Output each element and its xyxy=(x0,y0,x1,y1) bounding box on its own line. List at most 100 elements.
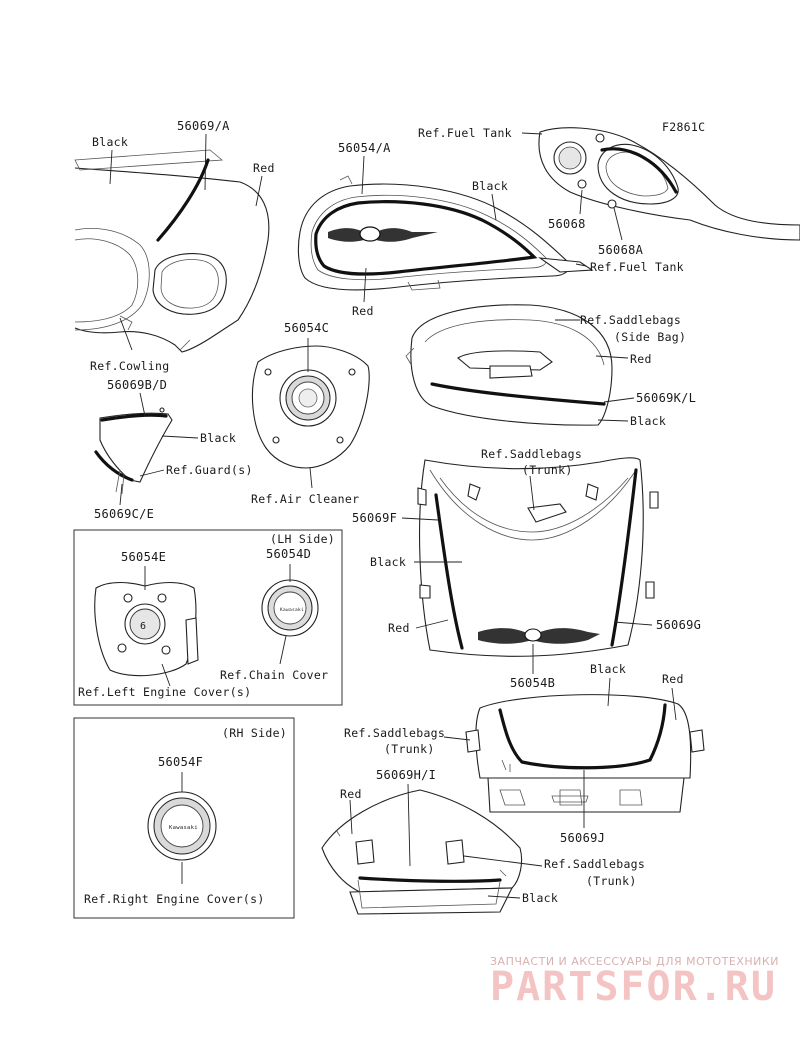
label-red-tank: Red xyxy=(352,304,374,318)
leader-ref-cowling xyxy=(119,317,133,351)
label-56069g: 56069G xyxy=(656,618,701,632)
leader-56068a xyxy=(613,207,623,241)
label-red-trunk2: Red xyxy=(662,672,684,686)
kawasaki-badge-rh: Kawasaki xyxy=(169,825,198,831)
leader-56069f xyxy=(401,517,439,521)
label-ref-left-engine: Ref.Left Engine Cover(s) xyxy=(78,685,251,699)
right-engine-cover-part: Kawasaki xyxy=(147,791,217,861)
leader-56069kl xyxy=(603,397,635,403)
label-black-tank: Black xyxy=(472,179,508,193)
leader-56069a xyxy=(204,133,207,191)
label-ref-guard: Ref.Guard(s) xyxy=(166,463,253,477)
leader-56069ce xyxy=(119,483,123,506)
label-ref-saddlebags-side-1: Ref.Saddlebags xyxy=(580,313,681,327)
label-rh-side: (RH Side) xyxy=(222,726,287,740)
label-ref-fuel-tank-top: Ref.Fuel Tank xyxy=(418,126,512,140)
label-56054e: 56054E xyxy=(121,550,166,564)
leader-ref-guard xyxy=(139,469,165,477)
label-black-trunk2: Black xyxy=(590,662,626,676)
fuel-tank-part xyxy=(297,175,594,291)
label-red-side: Red xyxy=(630,352,652,366)
leader-red-trunk3 xyxy=(349,799,353,835)
label-56054a: 56054/A xyxy=(338,141,391,155)
label-56054d: 56054D xyxy=(266,547,311,561)
trunk-rear-part xyxy=(465,694,705,813)
label-ref-saddlebags-trunk3-1: Ref.Saddlebags xyxy=(544,857,645,871)
label-56054c: 56054C xyxy=(284,321,329,335)
leader-red-side xyxy=(595,355,629,359)
cowling-part xyxy=(74,149,270,353)
label-black-guard: Black xyxy=(200,431,236,445)
label-ref-cowling: Ref.Cowling xyxy=(90,359,169,373)
leader-ref-fuel-tank xyxy=(575,263,587,267)
label-ref-saddlebags-trunk3-2: (Trunk) xyxy=(586,874,637,888)
leader-red-cowl xyxy=(255,175,263,207)
leader-red-trunk1 xyxy=(415,619,449,629)
leader-black-guard xyxy=(161,435,199,439)
label-ref-saddlebags-trunk1-2: (Trunk) xyxy=(522,463,573,477)
trunk-side-part xyxy=(321,789,523,915)
figure-code: F2861C xyxy=(662,120,705,134)
trunk-front-part xyxy=(417,457,659,657)
label-ref-saddlebags-side-2: (Side Bag) xyxy=(614,330,686,344)
label-ref-saddlebags-trunk2-1: Ref.Saddlebags xyxy=(344,726,445,740)
label-lh-side: (LH Side) xyxy=(270,532,335,546)
label-ref-fuel-tank: Ref.Fuel Tank xyxy=(590,260,684,274)
rh-side-box xyxy=(73,717,295,919)
label-56068: 56068 xyxy=(548,217,586,231)
label-ref-right-engine: Ref.Right Engine Cover(s) xyxy=(84,892,265,906)
label-black-trunk1: Black xyxy=(370,555,406,569)
label-56069f: 56069F xyxy=(352,511,397,525)
lh-side-box xyxy=(73,529,343,706)
label-56069kl: 56069K/L xyxy=(636,391,696,405)
label-red-trunk3: Red xyxy=(340,787,362,801)
kawasaki-badge-lh: Kawasaki xyxy=(280,607,304,613)
air-cleaner-part xyxy=(251,345,370,469)
leader-ref-saddlebags-trunk2 xyxy=(443,736,471,741)
leader-red-trunk2 xyxy=(671,687,677,721)
leader-ref-left-engine xyxy=(161,663,171,687)
label-56069j: 56069J xyxy=(560,831,605,845)
leader-black-trunk2 xyxy=(607,677,611,707)
guard-part xyxy=(94,407,173,495)
watermark-tagline: ЗАПЧАСТИ И АКСЕССУАРЫ ДЛЯ МОТОТЕХНИКИ xyxy=(490,955,779,968)
leader-56054a xyxy=(361,155,365,195)
leader-56069bd xyxy=(139,392,146,417)
chain-cover-part: Kawasaki xyxy=(261,579,319,637)
leader-ref-saddlebags-trunk3 xyxy=(463,855,543,867)
fuel-tank-rear-part xyxy=(538,127,800,241)
leader-ref-saddlebags-trunk1 xyxy=(529,475,535,511)
leader-56069hi xyxy=(407,783,411,867)
left-engine-cover-part: 6 xyxy=(94,581,199,677)
label-56054b: 56054B xyxy=(510,676,555,690)
leader-black-cowl xyxy=(109,149,113,185)
label-red-cowl: Red xyxy=(253,161,275,175)
label-ref-saddlebags-trunk1-1: Ref.Saddlebags xyxy=(481,447,582,461)
label-black-trunk3: Black xyxy=(522,891,558,905)
leader-black-tank xyxy=(491,193,497,221)
gauge-icon: 6 xyxy=(140,621,146,632)
leader-ref-fuel-tank-top xyxy=(521,132,543,135)
leader-56068 xyxy=(579,189,583,215)
leader-ref-air-cleaner xyxy=(309,467,313,489)
label-56068a: 56068A xyxy=(598,243,644,257)
leader-red-tank xyxy=(363,267,367,303)
leader-black-side xyxy=(597,419,629,422)
leader-56069g xyxy=(613,621,653,626)
label-black-side: Black xyxy=(630,414,666,428)
leader-black-trunk3 xyxy=(487,895,521,899)
label-ref-air-cleaner: Ref.Air Cleaner xyxy=(251,492,359,506)
label-56069a: 56069/A xyxy=(177,119,230,133)
label-red-trunk1: Red xyxy=(388,621,410,635)
label-56069bd: 56069B/D xyxy=(107,378,167,392)
side-bag-part xyxy=(405,304,613,426)
label-ref-chain-cover: Ref.Chain Cover xyxy=(220,668,328,682)
label-56054f: 56054F xyxy=(158,755,203,769)
label-56069ce: 56069C/E xyxy=(94,507,154,521)
leader-ref-chain-cover xyxy=(279,635,287,665)
label-56069hi: 56069H/I xyxy=(376,768,436,782)
label-ref-saddlebags-trunk2-2: (Trunk) xyxy=(384,742,435,756)
watermark-brand: PARTSFOR.RU xyxy=(490,964,777,1010)
label-black-cowl: Black xyxy=(92,135,128,149)
